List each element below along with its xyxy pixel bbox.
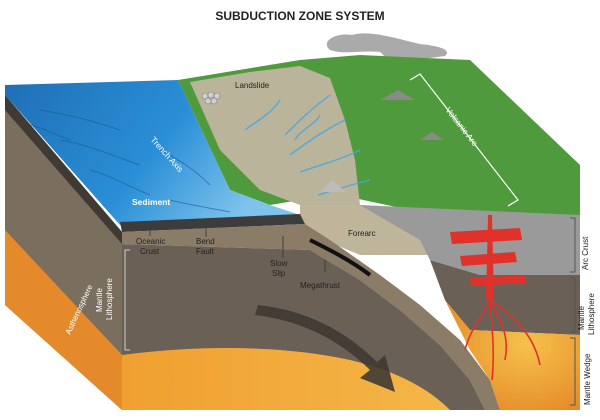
left-bracket (124, 249, 130, 351)
subduction-arrow (255, 305, 395, 392)
magma-system (450, 215, 526, 300)
diagram-title: SUBDUCTION ZONE SYSTEM (215, 9, 384, 23)
label-slow: Slow (270, 259, 288, 268)
ocean-surface (5, 80, 300, 230)
label-slip: Slip (272, 269, 286, 278)
left-side-asthenosphere (5, 230, 122, 410)
label-landslide: Landslide (235, 81, 270, 90)
volcano-front (320, 180, 346, 192)
label-oceanic: Oceanic (136, 237, 165, 246)
label-arc-crust: Arc Crust (581, 236, 590, 270)
volcano-mid (420, 132, 444, 140)
oceanic-crust-front (122, 224, 500, 410)
volcanic-plume (326, 33, 448, 92)
forearc-hills (190, 66, 360, 205)
label-sediment: Sediment (132, 197, 170, 207)
depth-brackets (570, 217, 576, 406)
volcanic-arc-bracket (409, 73, 519, 207)
label-mantle-left: Mantle (95, 287, 104, 312)
melt-veins (464, 299, 541, 381)
label-bend: Bend (196, 237, 215, 246)
right-mantle-lithosphere (430, 260, 580, 335)
ocean-texture (29, 109, 231, 213)
asthenosphere-front (122, 348, 450, 410)
sediment-layer (120, 214, 305, 232)
megathrust-line (309, 238, 372, 277)
label-forearc: Forearc (348, 229, 376, 238)
leader-lines (149, 226, 326, 272)
landslide-boulders (201, 91, 221, 105)
label-mantle-right: Mantle (577, 305, 586, 330)
label-megathrust: Megathrust (300, 281, 341, 290)
label-fault: Fault (196, 247, 215, 256)
label-mantle-wedge: Mantle Wedge (583, 353, 592, 405)
label-lithosphere-left: Lithosphere (105, 278, 114, 320)
label-crust: Crust (140, 247, 160, 256)
left-side-crust (5, 95, 122, 244)
volcano-main (380, 90, 415, 100)
label-lithosphere-right: Lithosphere (587, 293, 596, 335)
river-network (244, 94, 371, 196)
mantle-wedge (445, 300, 580, 410)
